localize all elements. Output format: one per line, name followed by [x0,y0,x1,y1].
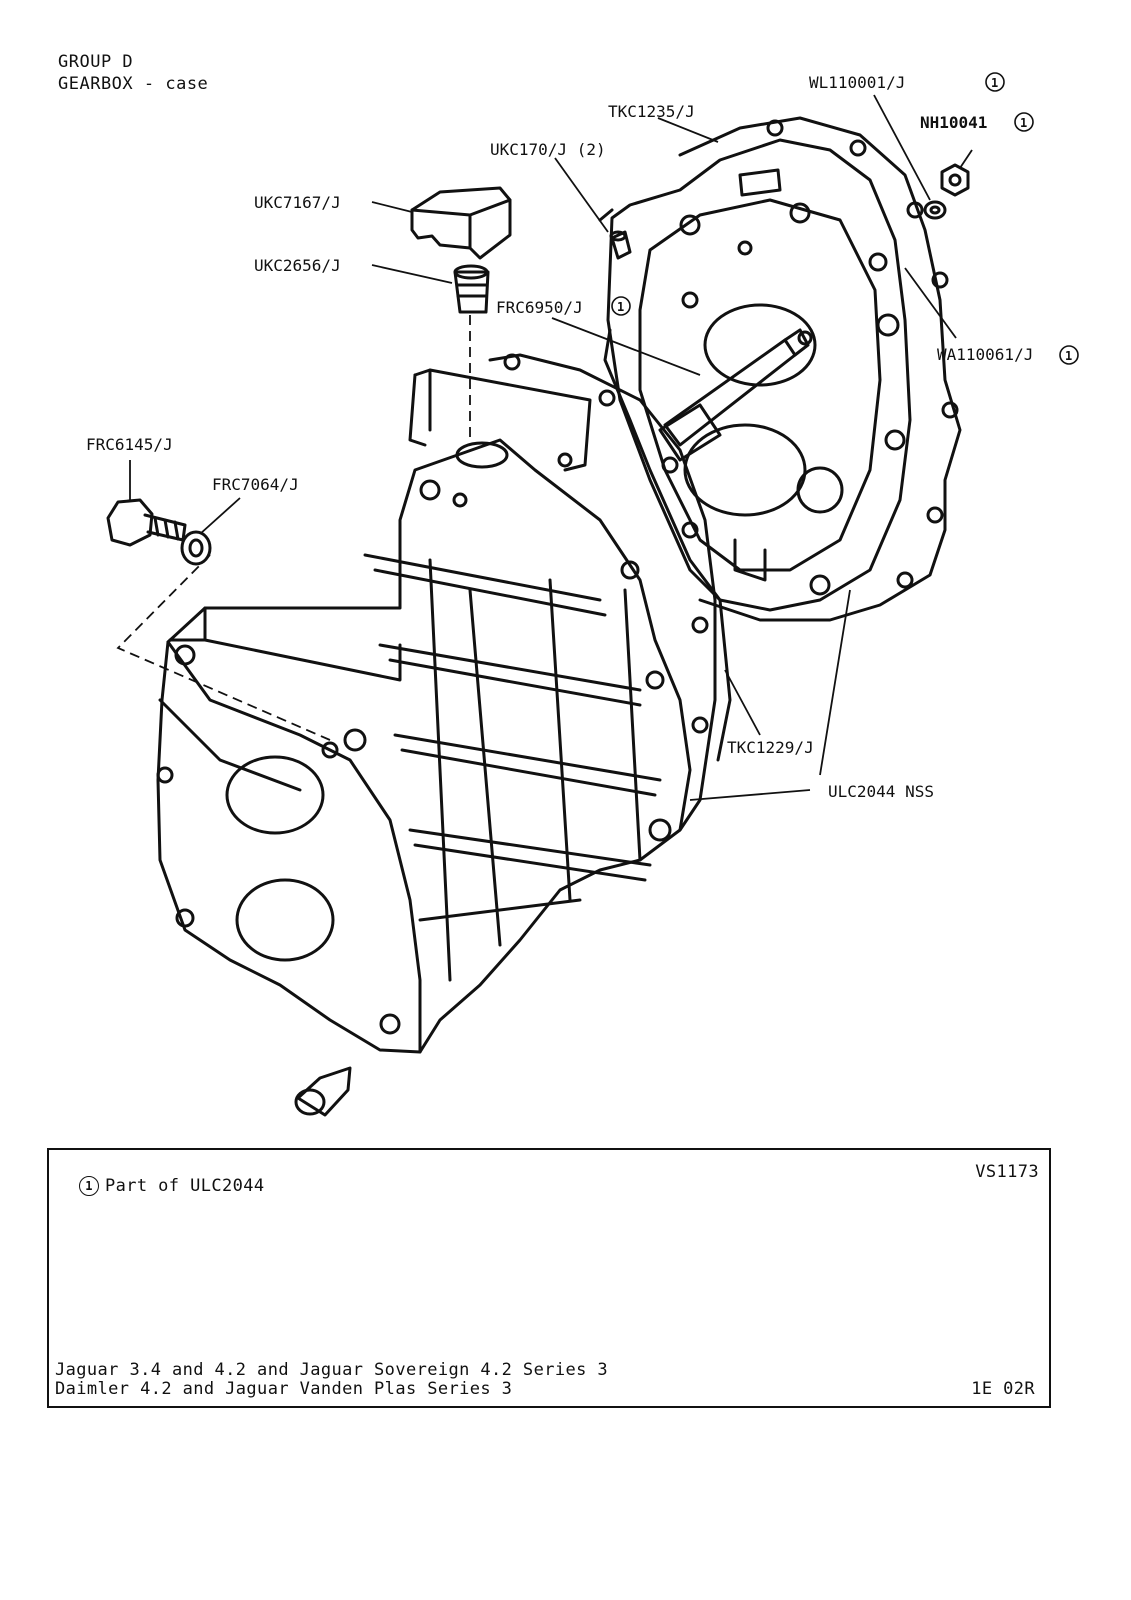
nut-and-washer [923,163,970,220]
circled-one-icon: 1 [79,1176,99,1196]
gearbox-artwork [106,116,970,1117]
callout-wl110001: WL110001/J [809,73,905,92]
rear-cover-plate [598,116,962,762]
svg-text:1: 1 [617,300,624,314]
page-title: GEARBOX - case [58,74,209,94]
drain-plug [106,498,212,566]
models-line-1: Jaguar 3.4 and 4.2 and Jaguar Sovereign … [55,1360,609,1380]
footnote: 1 Part of ULC2044 [79,1176,265,1196]
assembly-dash-lines [116,315,471,741]
callout-ukc170: UKC170/J (2) [490,140,606,159]
group-heading: GROUP D [58,52,134,72]
svg-text:1: 1 [1065,349,1072,363]
callout-wa110061: WA110061/J [937,345,1033,364]
detent-cap [410,186,512,260]
dowel-pin [609,230,632,260]
circled-ref-icon: 1 [611,296,631,316]
callout-frc7064: FRC7064/J [212,475,299,494]
svg-text:1: 1 [991,76,998,90]
gearbox-case-exploded-diagram: WL110001/J 1 TKC1235/J NH10041 1 UKC170/… [86,72,1079,1117]
circled-ref-icon: 1 [1014,112,1034,132]
callout-nh10041: NH10041 [920,113,987,132]
circled-ref-icon: 1 [1059,345,1079,365]
illustration-ref: VS1173 [975,1162,1039,1182]
selector-shaft [658,328,813,462]
models-line-2: Daimler 4.2 and Jaguar Vanden Plas Serie… [55,1379,513,1399]
callout-tkc1229: TKC1229/J [727,738,814,757]
callout-frc6950: FRC6950/J [496,298,583,317]
callout-ulc2044: ULC2044 NSS [828,782,934,801]
main-gearbox-case [156,353,717,1117]
info-box: 1 Part of ULC2044 VS1173 Jaguar 3.4 and 4… [47,1148,1051,1408]
footnote-text: Part of ULC2044 [105,1176,265,1196]
circled-ref-icon: 1 [985,72,1005,92]
callout-ukc7167: UKC7167/J [254,193,341,212]
callout-frc6145: FRC6145/J [86,435,173,454]
svg-text:1: 1 [1020,116,1027,130]
leader-lines [129,94,973,801]
page-ref: 1E 02R [971,1379,1035,1399]
callout-tkc1235: TKC1235/J [608,102,695,121]
detent-plug [453,264,490,314]
callout-ukc2656: UKC2656/J [254,256,341,275]
part-callouts: WL110001/J 1 TKC1235/J NH10041 1 UKC170/… [86,72,1079,801]
